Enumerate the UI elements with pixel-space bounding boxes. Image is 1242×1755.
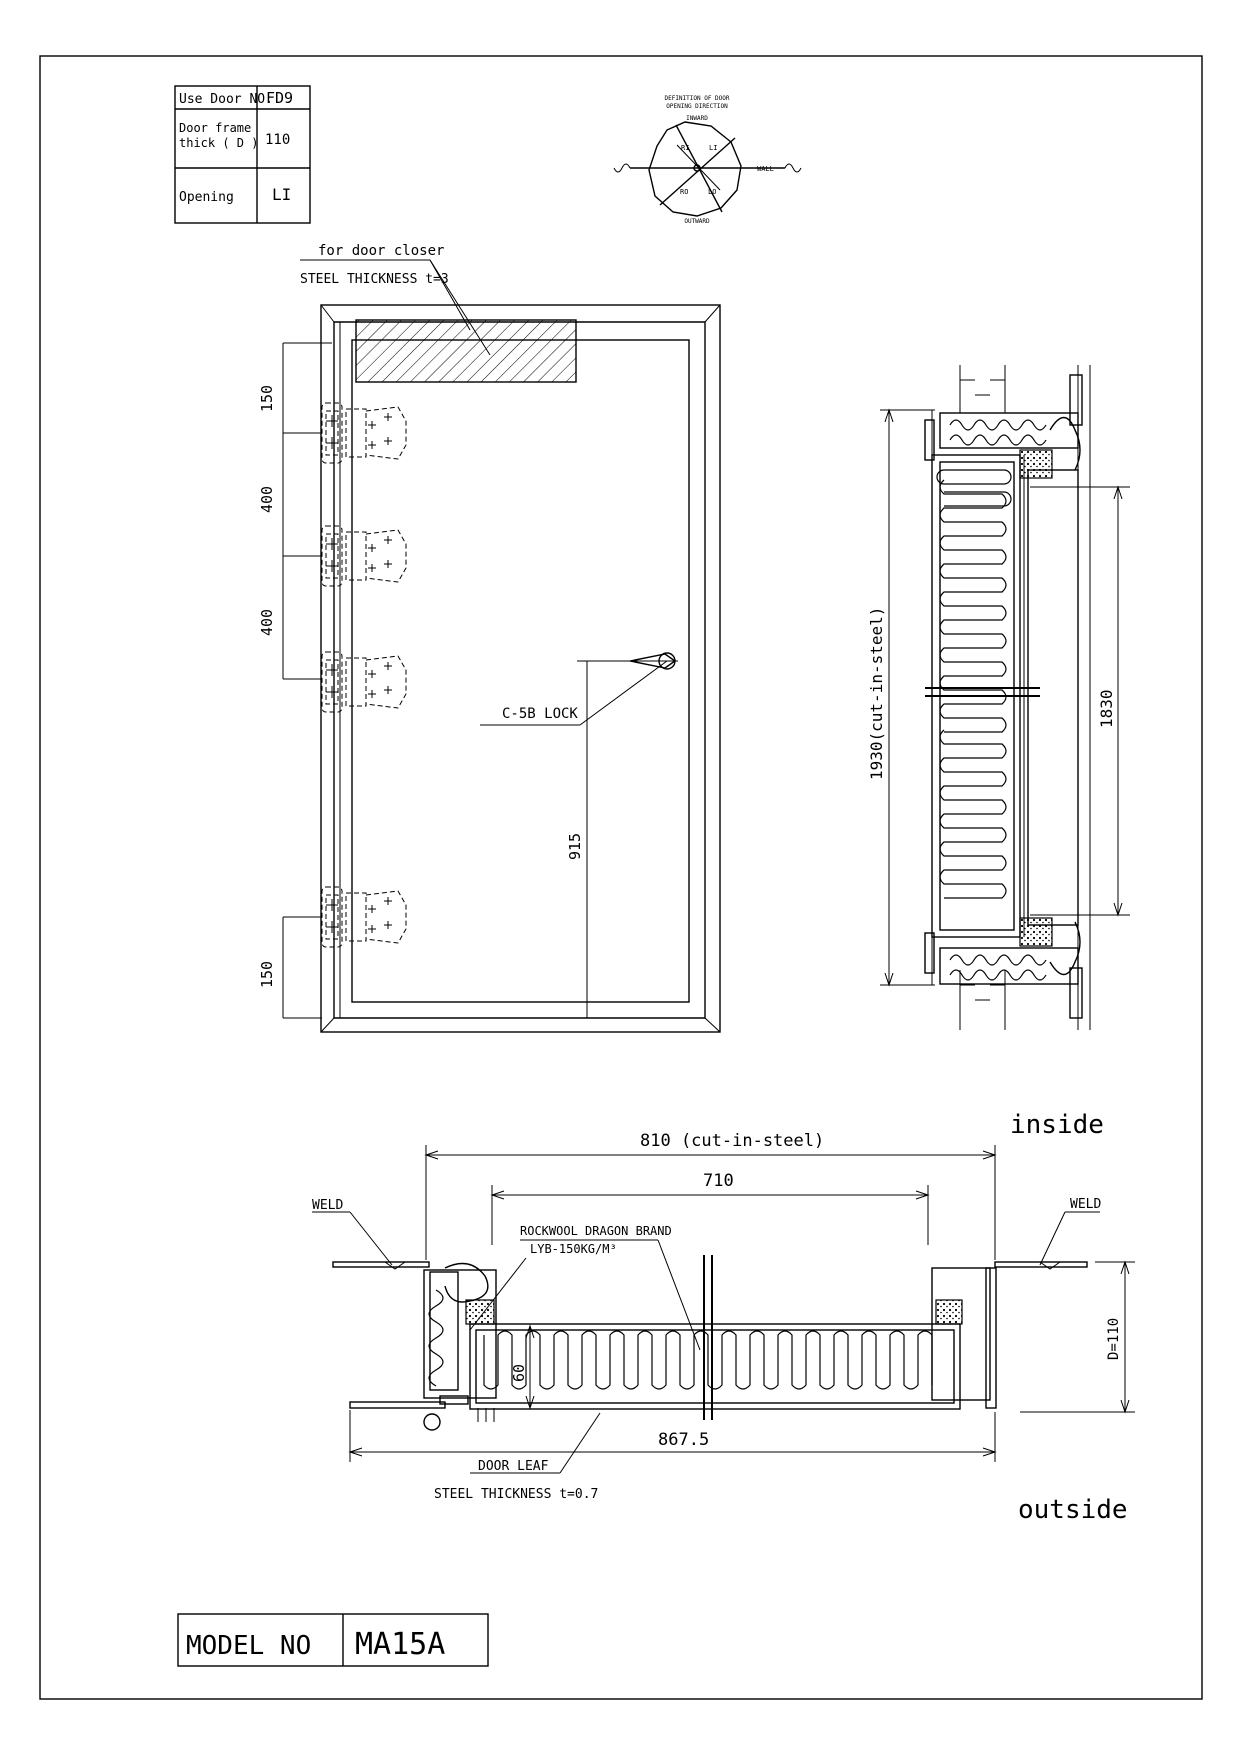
- direction-li: LI: [709, 144, 717, 152]
- opening-value: LI: [272, 185, 291, 204]
- direction-ro: RO: [680, 188, 688, 196]
- lock-height-915: 915: [566, 833, 584, 860]
- model-label: MODEL NO: [186, 1631, 311, 1661]
- use-door-no-label: Use Door NO.: [179, 92, 273, 107]
- frame-thick-label-2: thick ( D ): [179, 136, 258, 150]
- title-block: Use Door NO. FD9 Door frame thick ( D ) …: [174, 85, 311, 224]
- dim-hinge-400-1: 400: [258, 486, 276, 513]
- label-inside: inside: [1010, 1110, 1104, 1140]
- door-elevation: for door closer STEEL THICKNESS t=3 150 …: [258, 243, 721, 1033]
- direction-inward: INWARD: [686, 115, 708, 122]
- dim-bottom-150: 150: [258, 961, 276, 988]
- opening-label: Opening: [179, 190, 234, 205]
- door-closer-plate: [355, 319, 577, 383]
- opening-direction-symbol: DEFINITION OF DOOR OPENING DIRECTION INW…: [613, 95, 802, 225]
- label-outside: outside: [1018, 1495, 1128, 1525]
- side-section: 1930(cut-in-steel) 1830: [867, 365, 1130, 1030]
- direction-lo: LO: [708, 188, 716, 196]
- frame-thick-value: 110: [265, 132, 290, 148]
- leaf-steel-note: STEEL THICKNESS t=0.7: [434, 1487, 598, 1502]
- model-block: MODEL NO MA15A: [177, 1613, 489, 1667]
- plan-section: inside outside 810 (cut-in-steel) 710 WE…: [312, 1110, 1135, 1525]
- direction-wall: WALL: [757, 165, 774, 173]
- dim-leaf-thick: 60: [510, 1364, 528, 1382]
- insulation-note-1: ROCKWOOL DRAGON BRAND: [520, 1224, 672, 1238]
- dim-clear-width: 710: [703, 1171, 734, 1191]
- lock-note: C-5B LOCK: [502, 706, 578, 722]
- weld-right: WELD: [1070, 1197, 1101, 1212]
- use-door-no-value: FD9: [266, 89, 293, 107]
- direction-heading-1: DEFINITION OF DOOR: [664, 95, 729, 102]
- side-clear-height: 1830: [1097, 689, 1116, 728]
- dim-frame-depth: D=110: [1106, 1318, 1122, 1360]
- frame-thick-label-1: Door frame: [179, 121, 251, 135]
- leaf-note: DOOR LEAF: [478, 1459, 549, 1474]
- dim-hinge-400-2: 400: [258, 609, 276, 636]
- weld-left: WELD: [312, 1198, 343, 1213]
- dim-cut-width: 810 (cut-in-steel): [640, 1131, 824, 1151]
- closer-note: for door closer: [318, 243, 444, 259]
- insulation-note-2: LYB-150KG/M³: [530, 1242, 617, 1256]
- direction-outward: OUTWARD: [684, 218, 710, 225]
- model-value: MA15A: [355, 1627, 445, 1662]
- direction-ri: RI: [681, 144, 689, 152]
- dim-top-150: 150: [258, 385, 276, 412]
- direction-heading-2: OPENING DIRECTION: [666, 103, 728, 110]
- steel-thickness-note: STEEL THICKNESS t=3: [300, 272, 449, 287]
- sheet-border: [39, 55, 1203, 1700]
- side-cut-height: 1930(cut-in-steel): [867, 607, 886, 780]
- dim-overall-width: 867.5: [658, 1430, 709, 1450]
